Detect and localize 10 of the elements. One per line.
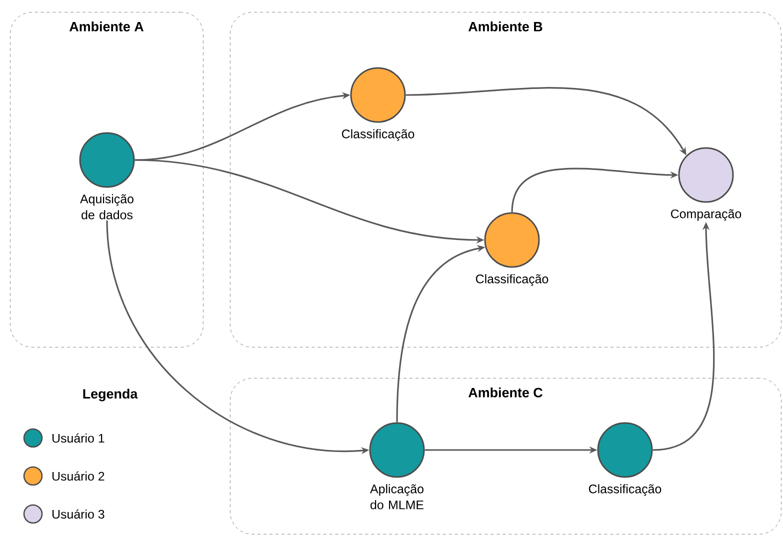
- node-label: Comparação: [670, 209, 742, 221]
- node-label: Classificação: [588, 484, 662, 496]
- node-label: Aplicação do MLME: [370, 484, 424, 510]
- legend-label: Usuário 3: [52, 509, 104, 519]
- legend-label: Usuário 1: [52, 433, 104, 443]
- legend-title: Legenda: [83, 388, 138, 402]
- node-label: Classificação: [342, 129, 414, 141]
- node-label: Aquisição de dados: [80, 194, 134, 220]
- legend-label: Usuário 2: [52, 471, 104, 481]
- node-label: Classificação: [476, 274, 548, 286]
